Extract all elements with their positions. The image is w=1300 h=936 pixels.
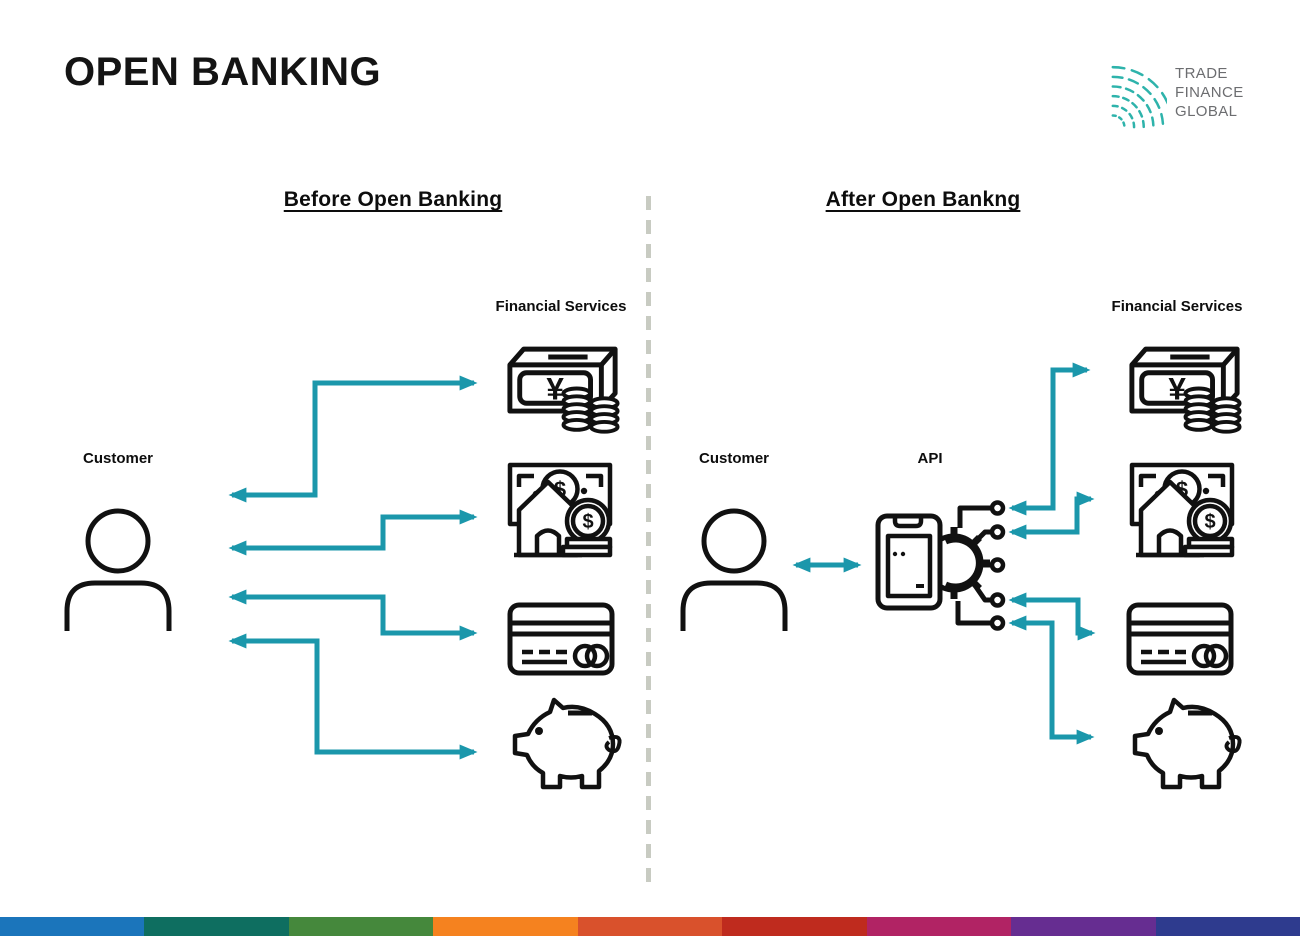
stripe-segment [288,917,434,936]
before-heading: Before Open Banking [283,188,503,211]
credit-card-icon [1125,600,1235,678]
tfg-logo: TRADE FINANCE GLOBAL [1105,44,1244,129]
connector-before-cash [228,375,478,503]
before-services-label: Financial Services [495,298,627,315]
tfg-logo-text: TRADE FINANCE GLOBAL [1175,64,1244,121]
stripe-segment [0,917,145,936]
tfg-logo-mark-icon [1111,65,1167,129]
after-customer-label: Customer [698,450,769,467]
page-title: OPEN BANKING [64,50,382,94]
connector-api-card [1008,592,1096,641]
connector-api-cash [1008,362,1091,516]
stripe-segment [1011,917,1156,936]
piggy-bank-icon [1126,697,1246,790]
before-customer-label: Customer [82,450,153,467]
mortgage-house-icon [1127,460,1239,562]
stripe-segment [577,917,723,936]
connector-api-piggy [1008,615,1095,745]
logo-line-trade: TRADE [1175,65,1228,82]
api-label: API [917,450,943,467]
connector-before-piggy [228,633,478,760]
after-services-label: Financial Services [1111,298,1243,315]
logo-line-finance: FINANCE [1175,84,1244,101]
customer-icon [58,505,178,631]
cash-currency-icon [1125,340,1245,434]
stripe-segment [433,917,578,936]
customer-icon [674,505,794,631]
piggy-bank-icon [506,697,626,790]
connector-before-card [228,589,478,641]
connector-before-mortgage [228,509,478,556]
stripe-segment [722,917,867,936]
connector-api-mortgage [1008,491,1095,540]
after-heading: After Open Bankng [825,188,1021,211]
section-divider [646,196,651,890]
stripe-segment [866,917,1012,936]
stripe-segment [1155,917,1300,936]
cash-currency-icon [503,340,623,434]
credit-card-icon [506,600,616,678]
mortgage-house-icon [505,460,617,562]
stripe-segment [144,917,289,936]
api-icon [866,490,1014,635]
footer-stripe [0,917,1300,936]
logo-line-global: GLOBAL [1175,103,1238,120]
